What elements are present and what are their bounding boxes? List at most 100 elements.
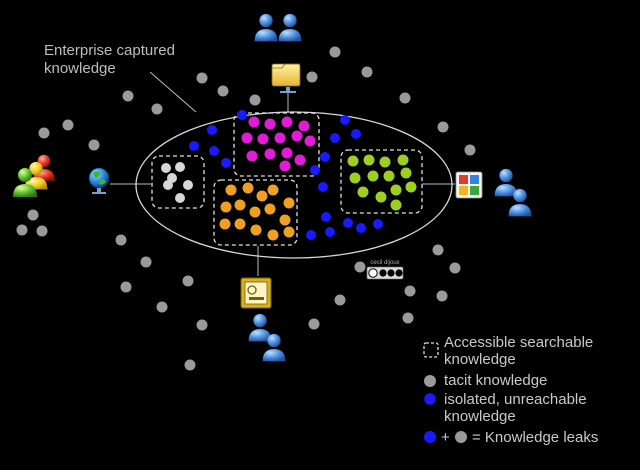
- magenta-knowledge-dot: [264, 148, 276, 160]
- accessible-box-magenta: [233, 112, 320, 177]
- legend-leaks-blue-dot: [424, 431, 436, 443]
- isolated-knowledge-dot: [237, 110, 247, 120]
- cc-license-badge: [366, 266, 404, 280]
- folder-icon: [271, 63, 301, 93]
- legend-leaks-plus: +: [441, 429, 450, 446]
- green-knowledge-dot: [405, 181, 417, 193]
- isolated-knowledge-dot: [310, 165, 320, 175]
- green-knowledge-dot: [349, 172, 361, 184]
- tacit-knowledge-dot: [115, 234, 127, 246]
- orange-knowledge-dot: [219, 218, 231, 230]
- tacit-knowledge-dot: [334, 294, 346, 306]
- magenta-knowledge-dot: [257, 133, 269, 145]
- legend-isolated-label: isolated, unreachable knowledge: [444, 391, 587, 425]
- magenta-knowledge-dot: [246, 150, 258, 162]
- legend-accessible-line-2: knowledge: [444, 351, 516, 368]
- isolated-knowledge-dot: [189, 141, 199, 151]
- legend-isolated-line-1: isolated, unreachable: [444, 391, 587, 408]
- magenta-knowledge-dot: [281, 147, 293, 159]
- callout-line-2: knowledge: [44, 60, 116, 77]
- orange-knowledge-dot: [267, 184, 279, 196]
- tacit-knowledge-dot: [217, 85, 229, 97]
- tacit-knowledge-dot: [402, 312, 414, 324]
- tacit-knowledge-dot: [464, 144, 476, 156]
- green-knowledge-dot: [390, 184, 402, 196]
- tacit-knowledge-dot: [308, 318, 320, 330]
- green-knowledge-dot: [347, 155, 359, 167]
- isolated-knowledge-dot: [207, 125, 217, 135]
- connector-lines: [110, 71, 455, 276]
- white-knowledge-dot: [183, 180, 193, 190]
- orange-knowledge-dot: [249, 206, 261, 218]
- presentation-icon: [240, 277, 272, 309]
- enterprise-callout-label: Enterprise captured knowledge: [44, 42, 175, 78]
- legend-leaks-grey-dot: [455, 431, 467, 443]
- tacit-knowledge-dot: [120, 281, 132, 293]
- orange-knowledge-dot: [225, 184, 237, 196]
- accessible-box-green: [340, 149, 423, 214]
- white-knowledge-dot: [161, 163, 171, 173]
- users-icon-left-colored: [13, 154, 55, 197]
- tacit-knowledge-dot: [361, 66, 373, 78]
- white-knowledge-dot: [167, 173, 177, 183]
- isolated-knowledge-dot: [356, 223, 366, 233]
- isolated-knowledge-dot: [209, 146, 219, 156]
- orange-knowledge-dot: [220, 201, 232, 213]
- magenta-knowledge-dot: [279, 160, 291, 172]
- green-knowledge-dot: [397, 154, 409, 166]
- tacit-knowledge-dot: [404, 285, 416, 297]
- isolated-knowledge-dot: [306, 230, 316, 240]
- magenta-knowledge-dot: [274, 132, 286, 144]
- orange-knowledge-dot: [234, 199, 246, 211]
- tacit-knowledge-dot: [437, 121, 449, 133]
- isolated-knowledge-dot: [221, 158, 231, 168]
- tacit-knowledge-dot: [399, 92, 411, 104]
- tacit-knowledge-dot: [184, 359, 196, 371]
- users-icon-top: [254, 13, 302, 42]
- legend-accessible-line-1: Accessible searchable: [444, 334, 594, 351]
- tacit-knowledge-dot: [151, 103, 163, 115]
- magenta-knowledge-dot: [291, 130, 303, 142]
- legend-tacit-dot: [424, 375, 436, 387]
- orange-knowledge-dot: [279, 214, 291, 226]
- apps-icon: [455, 171, 483, 199]
- tacit-knowledge-dot: [88, 139, 100, 151]
- isolated-knowledge-dot: [321, 212, 331, 222]
- magenta-knowledge-dot: [281, 116, 293, 128]
- tacit-knowledge-dot: [436, 290, 448, 302]
- magenta-knowledge-dot: [298, 120, 310, 132]
- magenta-knowledge-dot: [241, 132, 253, 144]
- white-knowledge-dot: [175, 193, 185, 203]
- tacit-knowledge-dot: [38, 127, 50, 139]
- users-icon-bottom: [248, 313, 286, 362]
- white-knowledge-dot: [175, 162, 185, 172]
- accessible-box-orange: [213, 179, 298, 246]
- green-knowledge-dot: [383, 170, 395, 182]
- isolated-knowledge-dot: [325, 227, 335, 237]
- green-knowledge-dot: [379, 156, 391, 168]
- green-knowledge-dot: [390, 199, 402, 211]
- isolated-knowledge-dot: [320, 152, 330, 162]
- tacit-knowledge-dot: [27, 209, 39, 221]
- tacit-knowledge-dot: [140, 256, 152, 268]
- tacit-knowledge-dot: [36, 225, 48, 237]
- magenta-knowledge-dot: [294, 154, 306, 166]
- magenta-knowledge-dot: [304, 135, 316, 147]
- legend-leaks-label: = Knowledge leaks: [472, 429, 599, 446]
- isolated-knowledge-dot: [351, 129, 361, 139]
- tacit-knowledge-dot: [432, 244, 444, 256]
- tacit-knowledge-dot: [16, 224, 28, 236]
- tacit-knowledge-dot: [249, 94, 261, 106]
- green-knowledge-dot: [375, 191, 387, 203]
- orange-knowledge-dot: [283, 197, 295, 209]
- green-knowledge-dot: [363, 154, 375, 166]
- isolated-knowledge-dot: [340, 115, 350, 125]
- magenta-knowledge-dot: [264, 118, 276, 130]
- tacit-knowledge-dot: [329, 46, 341, 58]
- globe-icon: [88, 167, 110, 194]
- green-knowledge-dot: [357, 186, 369, 198]
- tacit-knowledge-dot: [196, 72, 208, 84]
- tacit-knowledge-dot: [449, 262, 461, 274]
- orange-knowledge-dot: [264, 203, 276, 215]
